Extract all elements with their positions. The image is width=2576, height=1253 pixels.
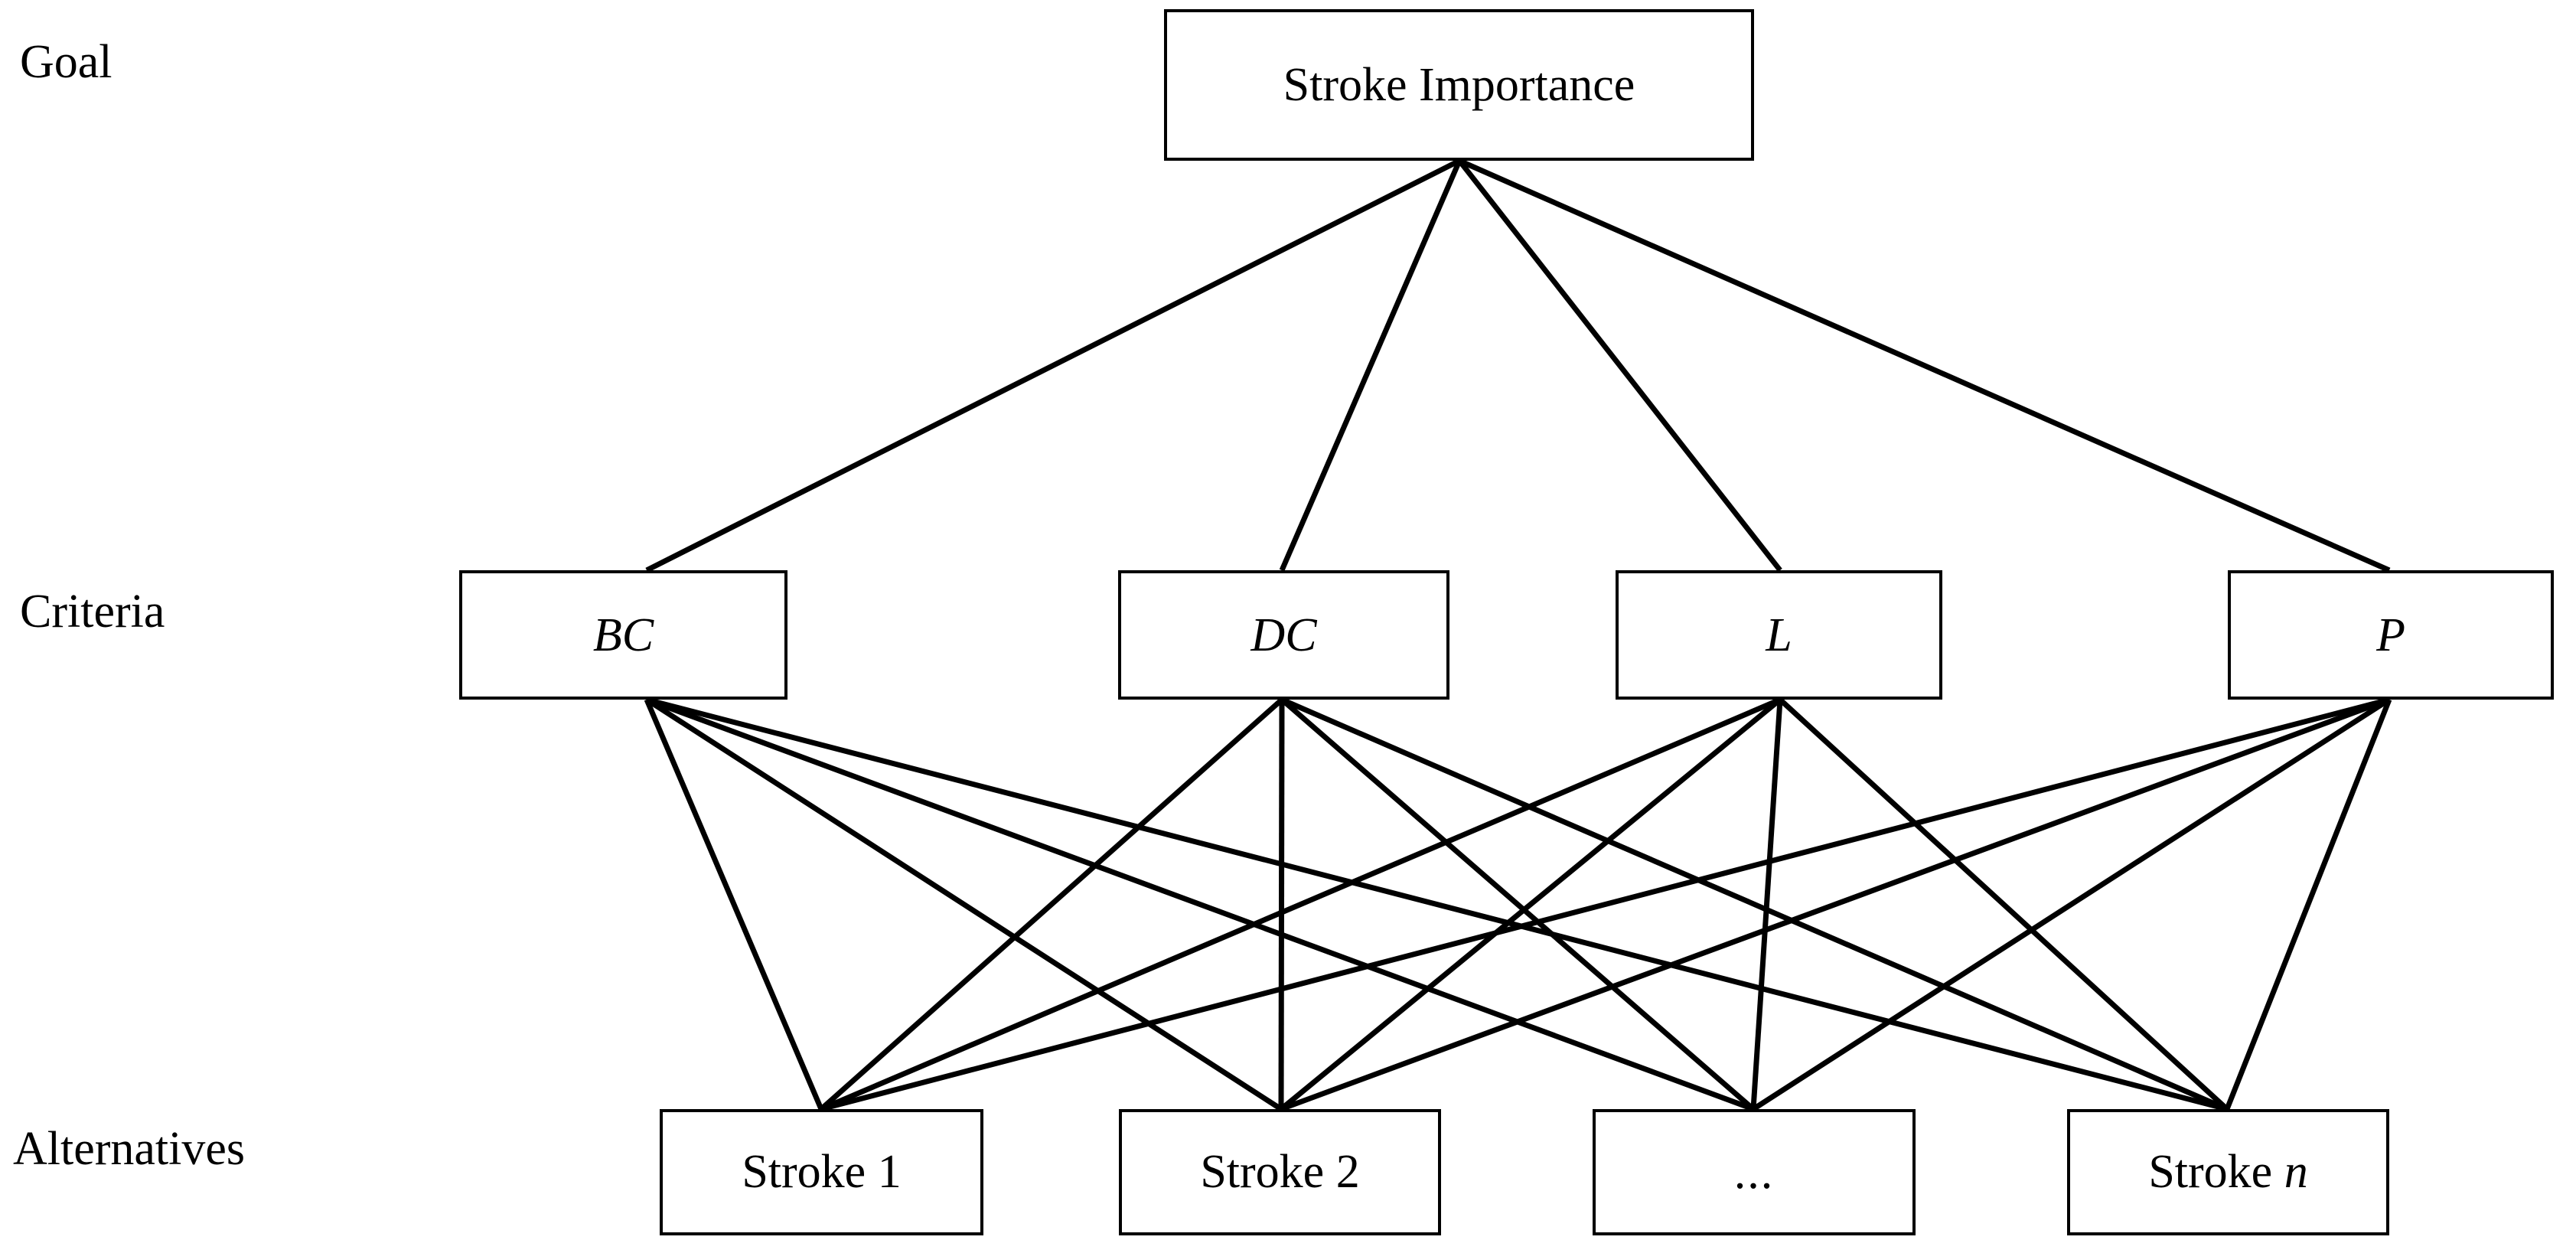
- alternative-node-stroke-1-label: Stroke 1: [742, 1145, 901, 1199]
- alt-1-prefix: Stroke: [742, 1146, 878, 1198]
- edge-goal-to-criteria-1: [1279, 159, 1462, 572]
- criteria-node-p[interactable]: P: [2228, 570, 2554, 700]
- edge-criteria-2-to-alternative-2: [1750, 699, 1783, 1110]
- edge-criteria-1-to-alternative-0: [819, 697, 1284, 1111]
- alt-n-prefix: Stroke: [2148, 1146, 2284, 1198]
- criteria-node-bc-label: BC: [592, 609, 654, 661]
- alternative-node-ellipsis[interactable]: ...: [1593, 1109, 1916, 1235]
- alternative-node-stroke-n[interactable]: Stroke n: [2067, 1109, 2389, 1235]
- edge-goal-to-criteria-0: [645, 158, 1461, 573]
- edge-goal-to-criteria-3: [1458, 158, 2391, 573]
- goal-node-label: Stroke Importance: [1283, 59, 1635, 111]
- criteria-node-dc-label: DC: [1251, 609, 1317, 661]
- edge-criteria-2-to-alternative-1: [1279, 697, 1782, 1111]
- alternative-node-ellipsis-label: ...: [1733, 1146, 1775, 1199]
- edge-criteria-0-to-alternative-0: [644, 698, 824, 1111]
- edge-criteria-1-to-alternative-1: [1278, 699, 1285, 1110]
- edge-criteria-0-to-alternative-2: [645, 697, 1755, 1112]
- alternative-node-stroke-2-label: Stroke 2: [1200, 1145, 1359, 1199]
- row-label-alternatives: Alternatives: [13, 1123, 246, 1175]
- alt-n-suffix: n: [2284, 1146, 2308, 1198]
- edge-criteria-3-to-alternative-2: [1752, 697, 2391, 1111]
- criteria-node-p-label: P: [2376, 609, 2405, 661]
- edge-criteria-2-to-alternative-3: [1778, 697, 2229, 1111]
- alt-2-suffix: 2: [1335, 1146, 1360, 1198]
- alternative-node-stroke-1[interactable]: Stroke 1: [660, 1109, 983, 1235]
- edge-criteria-3-to-alternative-3: [2224, 698, 2392, 1111]
- edge-criteria-3-to-alternative-0: [820, 697, 2390, 1112]
- alternative-node-stroke-2[interactable]: Stroke 2: [1119, 1109, 1441, 1235]
- alt-1-suffix: 1: [877, 1146, 902, 1198]
- goal-node[interactable]: Stroke Importance: [1164, 9, 1754, 161]
- edge-criteria-0-to-alternative-3: [646, 697, 2228, 1112]
- edge-criteria-2-to-alternative-0: [820, 697, 1782, 1112]
- edge-goal-to-criteria-2: [1457, 158, 1782, 573]
- row-label-criteria: Criteria: [20, 586, 165, 638]
- edge-criteria-0-to-alternative-1: [645, 697, 1283, 1111]
- alt-2-prefix: Stroke: [1200, 1146, 1336, 1198]
- criteria-node-bc[interactable]: BC: [459, 570, 787, 700]
- row-label-goal: Goal: [20, 36, 112, 88]
- edge-criteria-1-to-alternative-3: [1280, 697, 2229, 1112]
- criteria-node-dc[interactable]: DC: [1118, 570, 1449, 700]
- criteria-node-l-label: L: [1766, 609, 1792, 661]
- edge-criteria-3-to-alternative-1: [1280, 697, 2391, 1112]
- alternative-node-stroke-n-label: Stroke n: [2148, 1145, 2307, 1199]
- edge-criteria-1-to-alternative-2: [1280, 697, 1756, 1111]
- criteria-node-l[interactable]: L: [1616, 570, 1942, 700]
